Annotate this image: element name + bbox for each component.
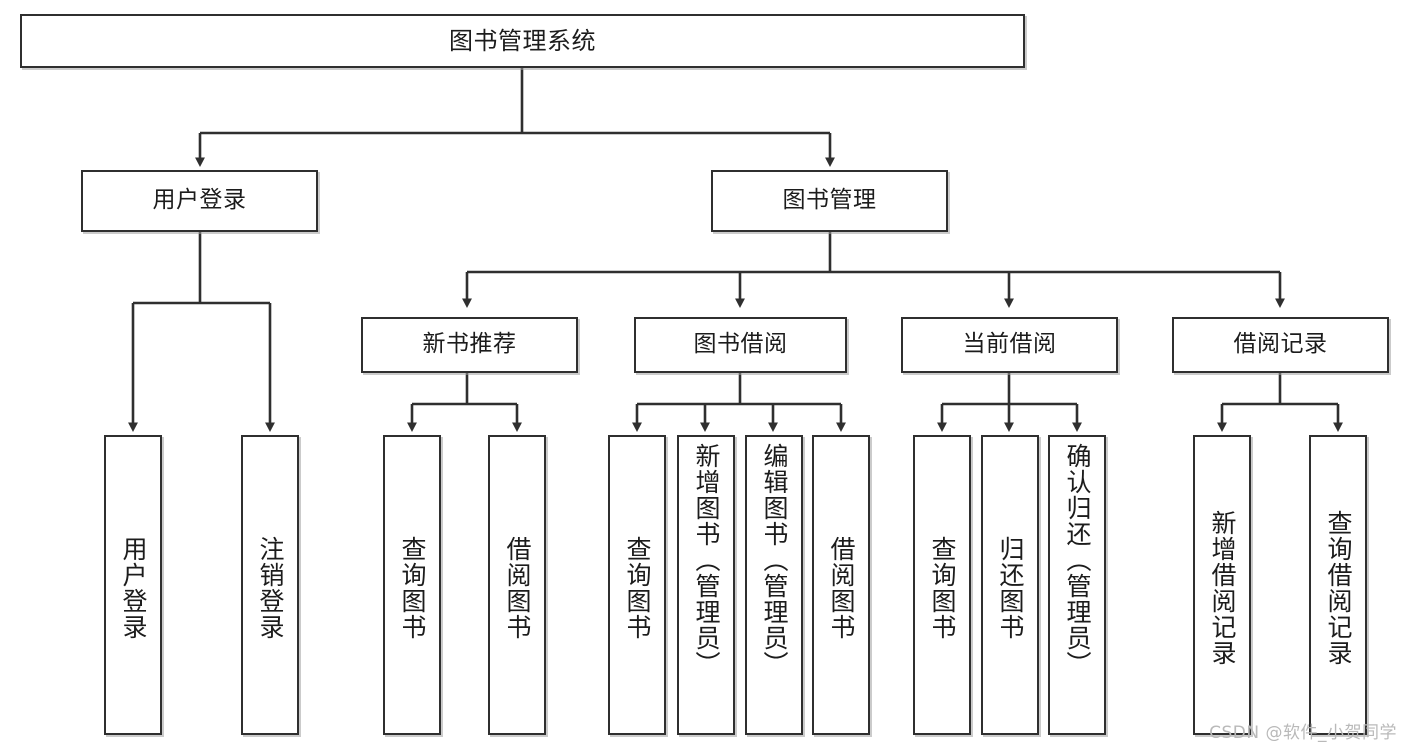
node-label: 图书管理 xyxy=(782,187,877,214)
leaf-borrow-book[interactable]: 借阅图书 xyxy=(812,435,870,735)
leaf-query-book-recommend[interactable]: 查询图书 xyxy=(383,435,441,735)
node-label: 借阅图书 xyxy=(827,536,856,640)
leaf-query-book-current[interactable]: 查询图书 xyxy=(913,435,971,735)
node-book-borrow[interactable]: 图书借阅 xyxy=(634,317,847,373)
node-label: 新书推荐 xyxy=(422,331,517,358)
node-label: 确认归还（管理员） xyxy=(1063,443,1092,677)
node-book-management-system[interactable]: 图书管理系统 xyxy=(20,14,1025,68)
leaf-query-book-borrow[interactable]: 查询图书 xyxy=(608,435,666,735)
node-label: 查询借阅记录 xyxy=(1324,510,1353,666)
node-label: 当前借阅 xyxy=(962,331,1057,358)
node-label: 借阅记录 xyxy=(1233,331,1328,358)
node-new-book-recommend[interactable]: 新书推荐 xyxy=(361,317,578,373)
leaf-edit-book-admin[interactable]: 编辑图书（管理员） xyxy=(745,435,803,735)
node-label: 查询图书 xyxy=(623,536,652,640)
leaf-confirm-return-admin[interactable]: 确认归还（管理员） xyxy=(1048,435,1106,735)
node-current-borrow[interactable]: 当前借阅 xyxy=(901,317,1118,373)
leaf-return-book[interactable]: 归还图书 xyxy=(981,435,1039,735)
node-label: 查询图书 xyxy=(398,536,427,640)
node-label: 用户登录 xyxy=(119,536,148,640)
node-label: 查询图书 xyxy=(928,536,957,640)
node-label: 新增借阅记录 xyxy=(1208,510,1237,666)
node-label: 归还图书 xyxy=(996,536,1025,640)
node-book-management[interactable]: 图书管理 xyxy=(711,170,948,232)
leaf-add-book-admin[interactable]: 新增图书（管理员） xyxy=(677,435,735,735)
csdn-watermark: CSDN @软件_小贺同学 xyxy=(1209,723,1397,743)
leaf-add-borrow-record[interactable]: 新增借阅记录 xyxy=(1193,435,1251,735)
node-label: 借阅图书 xyxy=(503,536,532,640)
node-label: 新增图书（管理员） xyxy=(692,443,721,677)
node-label: 编辑图书（管理员） xyxy=(760,443,789,677)
leaf-user-login[interactable]: 用户登录 xyxy=(104,435,162,735)
node-label: 图书借阅 xyxy=(693,331,788,358)
leaf-logout[interactable]: 注销登录 xyxy=(241,435,299,735)
node-borrow-record[interactable]: 借阅记录 xyxy=(1172,317,1389,373)
node-label: 用户登录 xyxy=(152,187,247,214)
node-label: 注销登录 xyxy=(256,536,285,640)
leaf-borrow-book-recommend[interactable]: 借阅图书 xyxy=(488,435,546,735)
node-user-login[interactable]: 用户登录 xyxy=(81,170,318,232)
leaf-query-borrow-record[interactable]: 查询借阅记录 xyxy=(1309,435,1367,735)
node-label: 图书管理系统 xyxy=(449,26,596,55)
